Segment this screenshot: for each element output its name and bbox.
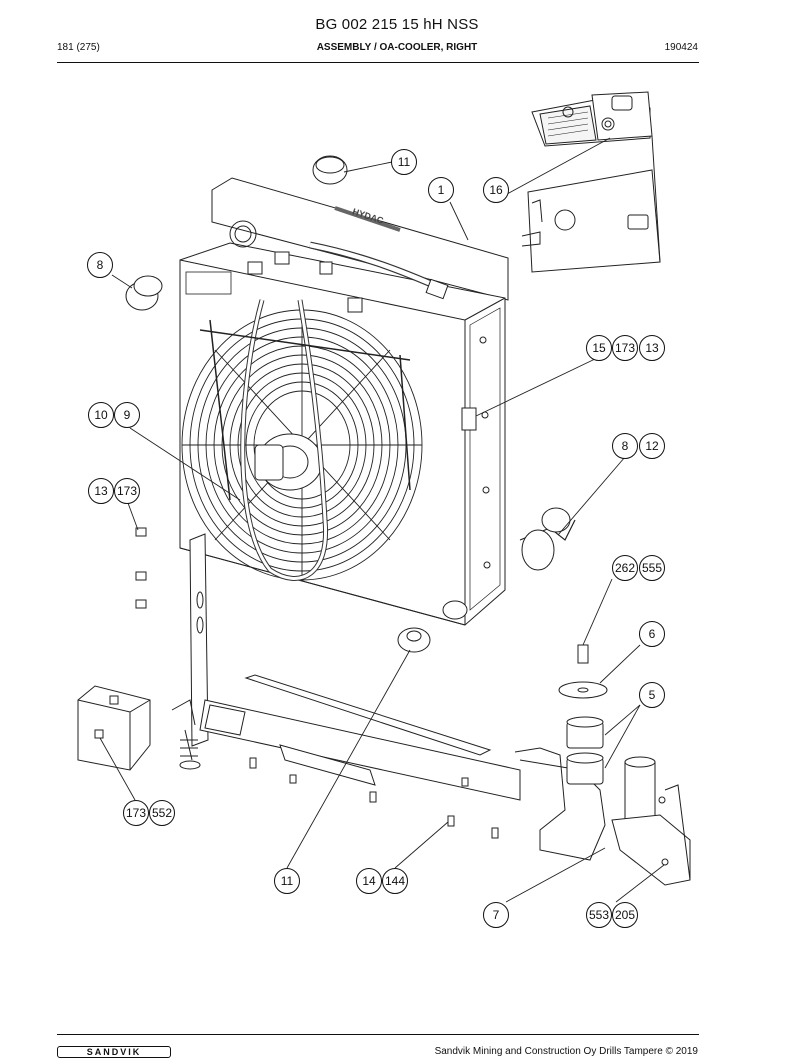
oil-air-cooler: [179, 177, 576, 626]
callout-14-144: 14 144: [356, 868, 408, 894]
svg-text:16: 16: [489, 183, 503, 197]
document-title: BG 002 215 15 hH NSS: [315, 16, 479, 33]
svg-text:14: 14: [362, 874, 376, 888]
callout-5: 5: [639, 682, 665, 708]
svg-text:15: 15: [592, 341, 606, 355]
plug-left: [125, 275, 163, 311]
callout-262-555: 262 555: [612, 555, 665, 581]
washer-6: [558, 681, 608, 699]
svg-text:13: 13: [94, 484, 108, 498]
electrical-box: [521, 91, 661, 273]
svg-text:11: 11: [281, 874, 294, 888]
svg-text:10: 10: [94, 408, 108, 422]
washer-hole: [577, 687, 589, 693]
svg-text:7: 7: [493, 908, 500, 922]
callout-11-bottom: 11: [274, 868, 300, 894]
corner-bracket: [77, 685, 151, 771]
svg-text:173: 173: [615, 341, 635, 355]
callout-173-552: 173 552: [123, 800, 175, 826]
header-rule: [57, 62, 699, 63]
svg-text:8: 8: [97, 258, 104, 272]
bushings-5: [566, 716, 604, 785]
screws-left: [135, 527, 147, 609]
svg-text:13: 13: [645, 341, 659, 355]
section-title: ASSEMBLY / OA-COOLER, RIGHT: [316, 42, 478, 53]
callout-15-173-13: 15 173 13: [586, 335, 665, 361]
svg-text:552: 552: [152, 806, 172, 820]
svg-text:262: 262: [615, 561, 635, 575]
callout-11-top: 11: [391, 149, 417, 175]
svg-text:5: 5: [649, 688, 656, 702]
svg-text:144: 144: [385, 874, 405, 888]
svg-text:173: 173: [126, 806, 146, 820]
date-code: 190424: [664, 42, 698, 53]
callout-13-173: 13 173: [88, 478, 140, 504]
copyright-text: Sandvik Mining and Construction Oy Drill…: [434, 1046, 698, 1057]
sandvik-logo: SANDVIK: [57, 1046, 171, 1058]
callout-8-12: 8 12: [612, 433, 665, 459]
vertical-bracket: [171, 533, 209, 770]
plug-top: [312, 155, 348, 185]
callout-10-9: 10 9: [88, 402, 140, 428]
svg-text:11: 11: [398, 155, 411, 169]
bolt-262: [577, 644, 589, 664]
svg-text:8: 8: [622, 439, 629, 453]
svg-text:555: 555: [642, 561, 662, 575]
callout-7: 7: [483, 902, 509, 928]
svg-text:6: 6: [649, 627, 656, 641]
callout-6: 6: [639, 621, 665, 647]
base-frame: [199, 674, 606, 861]
svg-text:1: 1: [438, 183, 445, 197]
plug-bottom: [397, 627, 431, 653]
pivot-cylinder: [611, 756, 691, 886]
callout-8-left: 8: [87, 252, 113, 278]
callout-16: 16: [483, 177, 509, 203]
callout-1: 1: [428, 177, 454, 203]
svg-text:12: 12: [645, 439, 659, 453]
svg-text:9: 9: [124, 408, 131, 422]
svg-text:173: 173: [117, 484, 137, 498]
svg-text:553: 553: [589, 908, 609, 922]
svg-text:205: 205: [615, 908, 635, 922]
page-number: 181 (275): [57, 42, 100, 53]
leader-lines: [99, 137, 665, 903]
callout-553-205: 553 205: [586, 902, 638, 928]
footer-rule: [57, 1034, 699, 1035]
